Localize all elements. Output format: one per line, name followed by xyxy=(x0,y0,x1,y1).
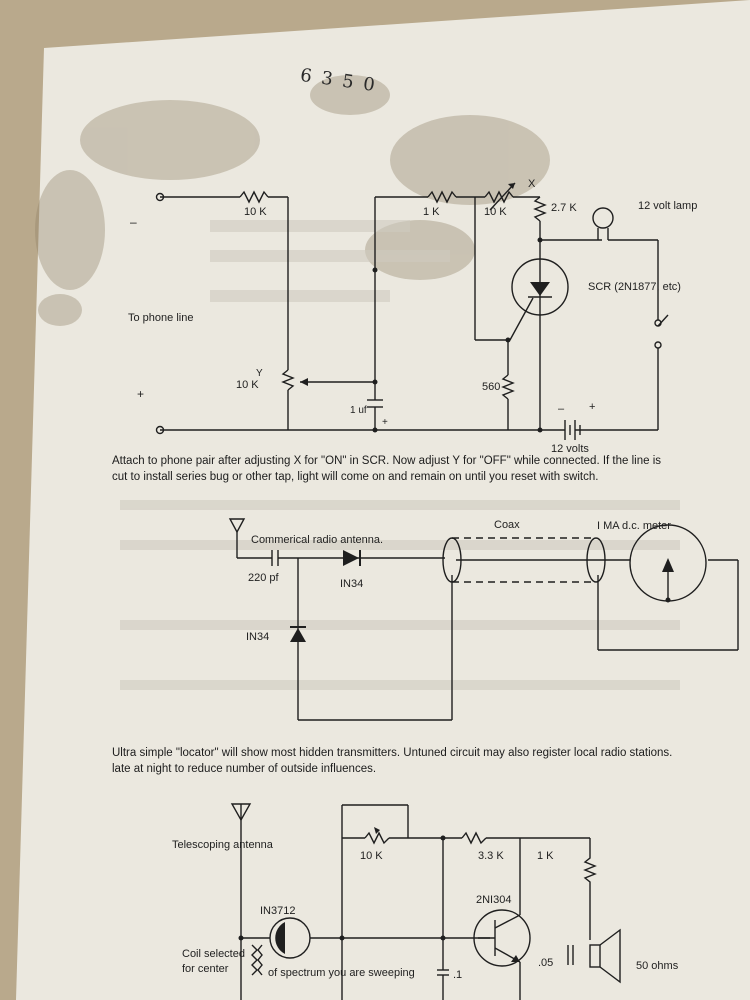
caption-circuit1: Attach to phone pair after adjusting X f… xyxy=(112,453,748,485)
paper-stains xyxy=(35,75,550,326)
caption1-line2: cut to install series bug or other tap, … xyxy=(112,471,599,483)
caption-circuit2: Ultra simple "locator" will show most hi… xyxy=(112,745,748,777)
bleed-through xyxy=(120,220,680,690)
c1-plus: + xyxy=(137,387,144,401)
to-phone-line-label: To phone line xyxy=(128,312,193,324)
cap-005-label: .05 xyxy=(538,957,553,969)
coil-label-2: for center xyxy=(182,963,229,975)
circuit3-symbols xyxy=(238,827,520,962)
circuit1-wires xyxy=(160,182,669,440)
terminal-bottom xyxy=(155,425,165,435)
coax-label: Coax xyxy=(494,519,520,531)
cap-220-label: 220 pf xyxy=(248,572,280,584)
speaker-label: 50 ohms xyxy=(636,960,679,972)
diode2-label: IN34 xyxy=(246,631,269,643)
transistor-label: 2NI304 xyxy=(476,894,511,906)
scr-label: SCR (2N1877, etc) xyxy=(588,281,681,293)
battery-plus: + xyxy=(589,401,595,413)
cap-label: 1 uf xyxy=(350,405,367,416)
lamp-label: 12 volt lamp xyxy=(638,200,697,212)
pot-x-letter: X xyxy=(528,178,536,190)
spectrum-label: of spectrum you are sweeping xyxy=(268,967,415,979)
pot-y-label: 10 K xyxy=(236,379,259,391)
diode1-label: IN34 xyxy=(340,578,363,590)
c1-minus: – xyxy=(130,215,137,229)
r-33k-label: 3.3 K xyxy=(478,850,504,862)
cap-01-label: .1 xyxy=(453,969,462,981)
r-560-label: 560 xyxy=(482,381,500,393)
pot-y-letter: Y xyxy=(256,368,263,379)
circuit2-symbols xyxy=(290,550,674,642)
r3-1k-label: 1 K xyxy=(537,850,554,862)
r-27k-label: 2.7 K xyxy=(551,202,577,214)
diode3-label: IN3712 xyxy=(260,905,295,917)
meter-label: I MA d.c. meter xyxy=(597,520,671,532)
pot-x-label: 10 K xyxy=(484,206,507,218)
antenna-label: Commerical radio antenna. xyxy=(251,534,383,546)
battery-minus: – xyxy=(558,403,565,415)
r1-label: 10 K xyxy=(244,206,267,218)
battery-label: 12 volts xyxy=(551,443,589,455)
caption1-line1: Attach to phone pair after adjusting X f… xyxy=(112,455,662,467)
caption2-line2: late at night to reduce number of outsid… xyxy=(112,763,377,775)
telescoping-antenna-label: Telescoping antenna xyxy=(172,839,274,851)
caption2-line1: Ultra simple "locator" will show most hi… xyxy=(112,747,673,759)
coil-label: Coil selected xyxy=(182,948,245,960)
terminal-top xyxy=(155,192,165,202)
circuit1-junctions xyxy=(155,183,550,435)
pot3-label: 10 K xyxy=(360,850,383,862)
cap-plus: + xyxy=(382,417,388,428)
circuit3-wires xyxy=(230,803,621,1000)
r-1k-label: 1 K xyxy=(423,206,440,218)
